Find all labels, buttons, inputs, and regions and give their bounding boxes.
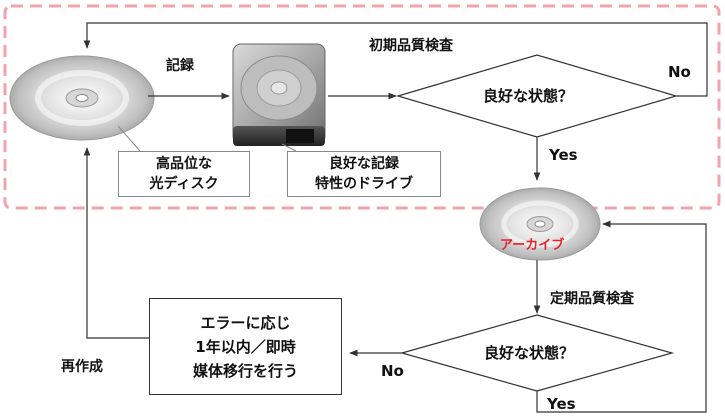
periodic-decision-diamond (399, 314, 675, 392)
record-label: 記録 (166, 58, 194, 74)
disc-caption-line: 光ディスク (149, 176, 219, 192)
archive-disc-icon (479, 187, 601, 261)
optical-disc-icon (9, 55, 155, 141)
initial-yes-label: Yes (549, 146, 578, 164)
periodic-yes-loop (536, 220, 707, 413)
migration-action-box: エラーに応じ 1年以内／即時 媒体移行を行う (149, 298, 342, 395)
periodic-decision-text: 良好な状態？ (484, 344, 575, 362)
disc-caption-line: 高品位な (156, 156, 212, 172)
action-line: 1年以内／即時 (195, 337, 296, 356)
hard-drive-icon (232, 43, 326, 146)
disc-caption-box: 高品位な 光ディスク (118, 151, 250, 197)
drive-callout-line (281, 143, 297, 152)
archive-label: アーカイブ (500, 238, 565, 253)
initial-no-loop (83, 22, 708, 97)
periodic-no-label: No (381, 362, 404, 380)
disc-callout-line (117, 125, 141, 152)
initial-no-label: No (668, 63, 691, 81)
action-line: エラーに応じ (200, 313, 291, 332)
drive-caption-line: 良好な記録 (329, 156, 399, 172)
recreate-arrow (83, 147, 149, 339)
drive-caption-box: 良好な記録 特性のドライブ (287, 151, 441, 197)
drive-caption-line: 特性のドライブ (315, 176, 413, 192)
initial-decision-text: 良好な状態？ (483, 87, 574, 105)
initial-check-label: 初期品質検査 (369, 38, 453, 54)
periodic-yes-label: Yes (547, 395, 576, 413)
periodic-check-label: 定期品質検査 (550, 291, 634, 307)
initial-stage-region (3, 4, 721, 210)
action-line: 媒体移行を行う (192, 361, 298, 380)
recreate-label: 再作成 (61, 359, 103, 375)
